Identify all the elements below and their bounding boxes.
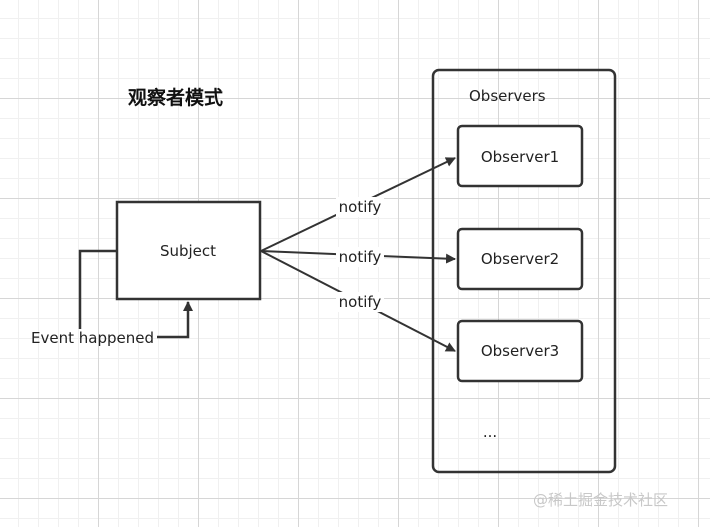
- notify-label-1: notify: [339, 198, 382, 216]
- notify-label-2: notify: [339, 248, 382, 266]
- more-observers-ellipsis: ...: [483, 423, 497, 441]
- event-line-from-subject: [78, 249, 117, 329]
- observers-container: [431, 68, 617, 474]
- notify-label-3: notify: [339, 293, 382, 311]
- observer3-box: [456, 319, 584, 383]
- observer2-label: Observer2: [481, 250, 559, 268]
- observer3-label: Observer3: [481, 342, 559, 360]
- notify-label-1-bg: [336, 197, 384, 217]
- observers-label: Observers: [469, 87, 546, 105]
- notify-label-3-bg: [336, 292, 384, 312]
- subject-label: Subject: [160, 242, 216, 260]
- event-arrow-to-subject: [157, 301, 193, 339]
- event-happened-label: Event happened: [31, 329, 154, 347]
- diagram-title: 观察者模式: [128, 86, 223, 109]
- notify-label-2-bg: [336, 247, 384, 267]
- observer1-label: Observer1: [481, 148, 559, 166]
- observer1-box: [456, 124, 584, 188]
- observer2-box: [456, 227, 584, 291]
- watermark-text: @稀土掘金技术社区: [533, 491, 668, 509]
